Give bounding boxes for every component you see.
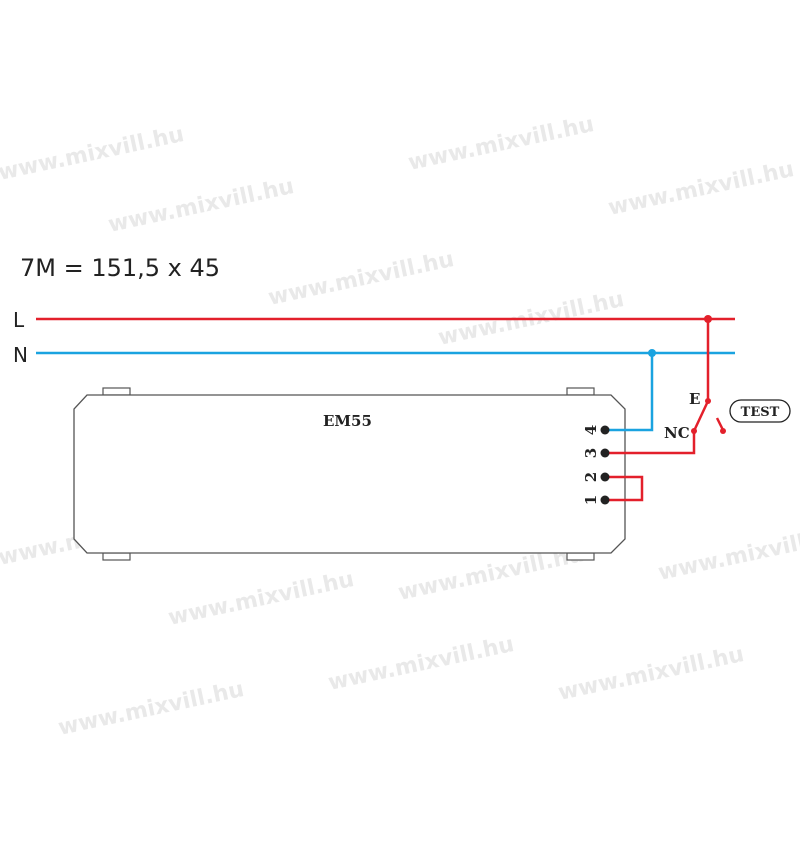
mount-tab	[102, 552, 131, 561]
watermark: www.mixvill.hu	[326, 632, 516, 696]
neutral-wire	[605, 353, 654, 432]
terminal-number: 4	[582, 425, 600, 435]
terminal-number: 1	[582, 495, 600, 505]
mount-tab	[566, 552, 595, 561]
live-junction	[704, 315, 712, 323]
terminal-3	[600, 448, 610, 458]
watermark: www.mixvill.hu	[556, 642, 746, 706]
switch-e-label: E	[689, 390, 700, 408]
switch-common-node	[705, 398, 711, 404]
watermark: www.mixvill.hu	[166, 567, 356, 631]
terminal-1	[600, 495, 610, 505]
device-label: EM55	[323, 412, 372, 430]
live-label: L	[13, 308, 25, 332]
terminal-number: 3	[582, 448, 600, 458]
terminal-2	[600, 472, 610, 482]
watermark: www.mixvill.hu	[56, 677, 246, 741]
watermark: www.mixvill.hu	[266, 247, 456, 311]
watermark: www.mixvill.hu	[106, 174, 296, 238]
device-housing	[73, 394, 626, 554]
switch-open-contact	[715, 417, 725, 431]
terminal-4	[600, 425, 610, 435]
bridge-wire	[605, 475, 644, 502]
dimension-label: 7M = 151,5 x 45	[20, 254, 220, 282]
mount-tab	[566, 387, 595, 396]
terminals: 4 3 2 1	[582, 425, 600, 505]
switch-open-node	[720, 428, 726, 434]
neutral-junction	[648, 349, 656, 357]
switch-nc-node	[691, 428, 697, 434]
mount-tab	[102, 387, 131, 396]
watermark: www.mixvill.hu	[0, 122, 186, 186]
watermark: www.mixvill.hu	[656, 522, 800, 586]
em55-device: EM55	[73, 387, 626, 561]
neutral-label: N	[13, 343, 28, 367]
switch-nc-label: NC	[664, 424, 690, 442]
test-button-label[interactable]: TEST	[741, 405, 780, 420]
test-button-outline[interactable]	[729, 399, 791, 423]
watermark: www.mixvill.hu	[406, 112, 596, 176]
watermark: www.mixvill.hu	[606, 157, 796, 221]
terminal-number: 2	[582, 472, 600, 482]
test-button[interactable]: TEST	[729, 399, 791, 423]
